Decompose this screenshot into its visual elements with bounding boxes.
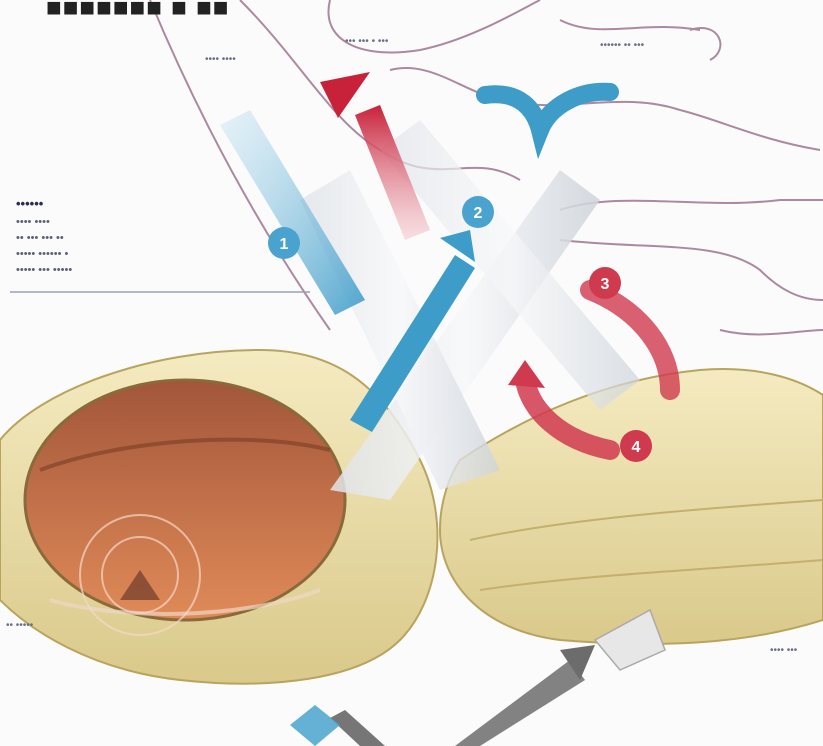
- label-top-right: •••••• •• •••: [600, 40, 644, 51]
- caption-heading: ••••••: [16, 196, 43, 211]
- caption-line: •• ••• ••• ••: [16, 230, 186, 246]
- title-fragment: ■■■■■■■ ■ ■■: [46, 0, 230, 23]
- svg-text:1: 1: [280, 236, 289, 253]
- marker-3: 3: [589, 267, 621, 299]
- caption-line: ••••• ••• •••••: [16, 262, 186, 278]
- svg-text:3: 3: [601, 276, 610, 293]
- marker-2: 2: [462, 196, 494, 228]
- caption-body: •••• •••• •• ••• ••• •• ••••• •••••• • •…: [16, 214, 186, 278]
- svg-text:2: 2: [474, 205, 483, 222]
- caption-line: ••••• •••••• •: [16, 246, 186, 262]
- cutaway-interior: [25, 380, 345, 620]
- label-bottom-left: •• •••••: [6, 620, 33, 631]
- label-top-left: •••• ••••: [205, 54, 236, 65]
- right-body: [440, 369, 823, 644]
- marker-4: 4: [620, 430, 652, 462]
- svg-text:4: 4: [632, 439, 641, 456]
- label-top-center: ••• ••• • •••: [345, 36, 388, 47]
- blue-curved-arrow: [485, 92, 610, 130]
- label-bottom-right: •••• •••: [770, 645, 797, 656]
- marker-1: 1: [268, 227, 300, 259]
- caption-line: •••• ••••: [16, 214, 186, 230]
